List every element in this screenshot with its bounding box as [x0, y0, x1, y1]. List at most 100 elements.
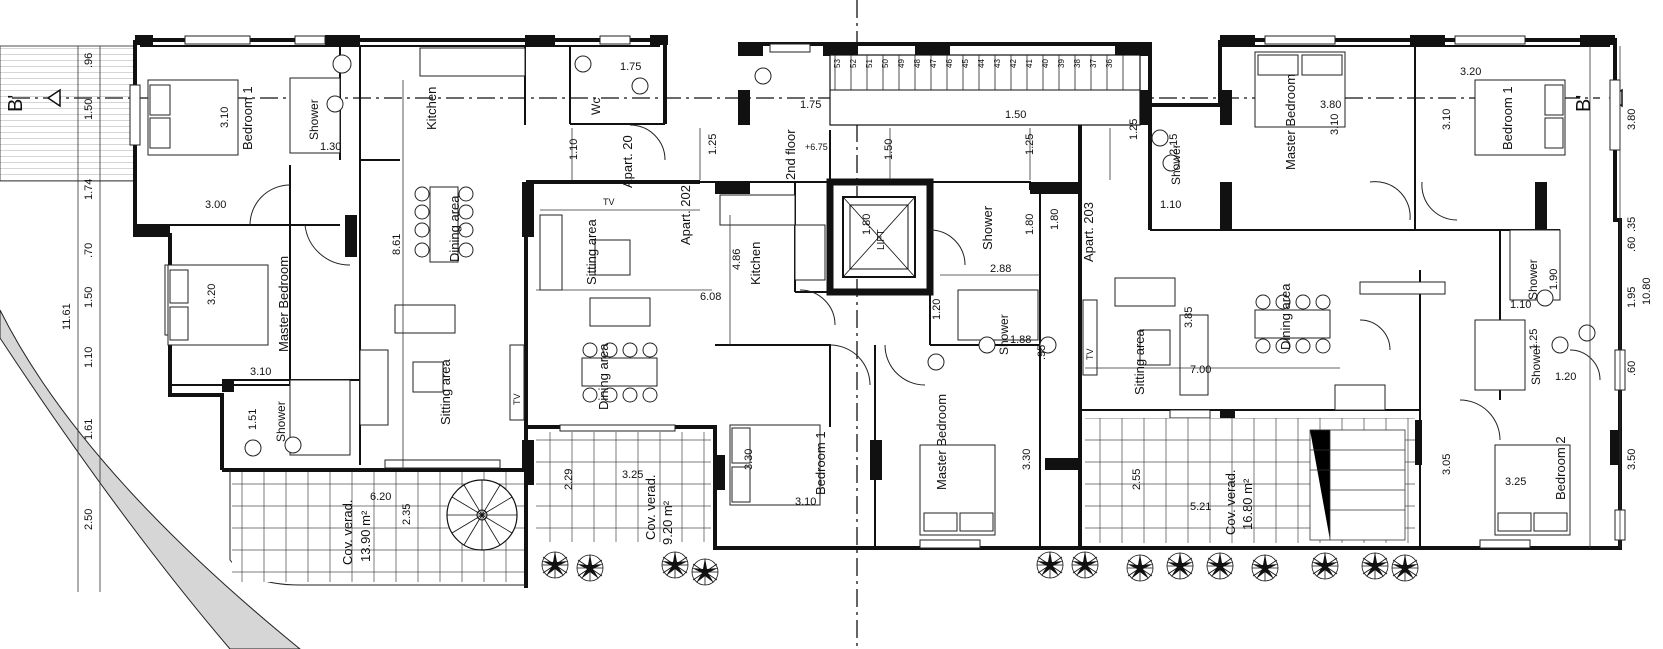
area-203: 16.80 m² [1240, 478, 1255, 530]
label-dining-left: Dining area [447, 195, 462, 262]
label-shower-r2: Shower [1529, 344, 1543, 385]
room-dimension: 1.90 [1548, 269, 1560, 290]
veranda-202-tiles [536, 432, 711, 542]
dim-right-1: 3.80 [1626, 109, 1638, 130]
level-marker: +6.75 [805, 142, 828, 152]
room-dimension: 2.55 [1131, 469, 1143, 490]
room-dimension: 1.25 [1024, 134, 1036, 155]
area-left: 13.90 m² [358, 510, 373, 562]
room-dimension: 3.10 [795, 496, 816, 508]
label-sitting-left: Sitting area [438, 358, 453, 425]
label-shower-left-bottom: Shower [274, 401, 288, 442]
room-dimension: .95 [1036, 345, 1048, 360]
room-dimension: 3.05 [1441, 454, 1453, 475]
shrubs [541, 550, 1419, 586]
dim-right-6: 3.50 [1626, 449, 1638, 470]
label-cov-verad-203: Cov. verad. [1223, 469, 1238, 535]
room-dimension: 1.10 [1510, 299, 1531, 311]
tv-label-2: TV [1085, 348, 1095, 360]
label-floor: 2nd floor [783, 129, 798, 180]
dimension-lines [77, 46, 1621, 592]
label-sitting-202: Sitting area [584, 218, 599, 285]
room-dimension: 1.50 [883, 139, 895, 160]
label-shower-r1: Shower [1526, 259, 1540, 300]
room-dimension: 3.10 [250, 366, 271, 378]
room-dimension: 1.51 [247, 409, 259, 430]
stair-step-number: 48 [913, 59, 922, 68]
label-cov-verad-202: Cov. verad. [643, 474, 658, 540]
stair-step-number: 41 [1025, 59, 1034, 68]
room-dimension: 2.15 [1168, 134, 1180, 155]
label-master-203: Master Bedroom [934, 394, 949, 490]
label-apart-203: Apart. 203 [1081, 202, 1096, 262]
label-sitting-203: Sitting area [1132, 328, 1147, 395]
doors [249, 124, 1601, 441]
dim-left-7: 1.61 [83, 419, 95, 440]
dim-total-left: 11.61 [61, 303, 73, 330]
stair-step-number: 40 [1041, 59, 1050, 68]
room-dimension: 2.29 [563, 469, 575, 490]
stair-step-number: 46 [945, 59, 954, 68]
room-dimension: 1.88 [1010, 334, 1031, 346]
dim-left-8: 2.50 [83, 509, 95, 530]
room-dimension: 4.86 [731, 249, 743, 270]
tv-label-1: TV [512, 393, 522, 405]
room-dimension: 1.25 [1128, 119, 1140, 140]
room-dimension: 1.50 [1005, 109, 1026, 121]
dim-right-3: .60 [1626, 237, 1638, 252]
stair-step-number: 37 [1089, 59, 1098, 68]
room-dimension: 1.25 [707, 134, 719, 155]
room-dimension: 1.25 [1528, 329, 1540, 350]
room-dimension: 3.10 [1441, 109, 1453, 130]
stair-step-number: 53 [833, 59, 842, 68]
main-stair [829, 54, 1141, 126]
room-dimension: 5.21 [1190, 501, 1211, 513]
room-dimension: 2.88 [990, 263, 1011, 275]
label-master-tr: Master Bedroom [1283, 74, 1298, 170]
room-dimension: 8.61 [391, 234, 403, 255]
room-dimension: 3.30 [743, 449, 755, 470]
stair-step-number: 38 [1073, 59, 1082, 68]
dim-total-right: 10.80 [1641, 277, 1653, 305]
room-dimension: 7.00 [1190, 364, 1211, 376]
label-shower-core2: Shower [997, 314, 1011, 355]
room-dimensions: 3.103.003.203.101.301.758.611.512.356.20… [205, 61, 1576, 525]
room-dimension: 3.25 [1505, 476, 1526, 488]
room-dimension: 1.75 [620, 61, 641, 73]
furniture [147, 47, 1596, 536]
dim-left-6: 1.10 [83, 347, 95, 368]
label-apart-20: Apart. 20 [620, 135, 635, 188]
label-lift: LIFT [876, 229, 887, 250]
tv-label-3: TV [603, 197, 615, 207]
room-dimension: 3.25 [622, 469, 643, 481]
spiral-stair [446, 479, 518, 551]
room-dimension: 3.20 [206, 284, 218, 305]
room-dimension: 1.20 [931, 299, 943, 320]
label-kitchen-202: Kitchen [748, 242, 763, 285]
label-shower-tr: Shower [1169, 144, 1183, 185]
room-dimension: 3.30 [1021, 449, 1033, 470]
dim-left-2: 1.50 [83, 99, 95, 120]
label-kitchen-left: Kitchen [424, 87, 439, 130]
lift-car [842, 196, 916, 278]
dim-right-2: .35 [1626, 217, 1638, 232]
label-wc: Wc [589, 98, 603, 115]
neighbor-hatch [0, 45, 136, 182]
stair-step-number: 43 [993, 59, 1002, 68]
label-apart-202: Apart. 202 [678, 185, 693, 245]
room-dimension: 1.30 [320, 141, 341, 153]
stair-203 [1309, 429, 1406, 541]
dim-left-4: .70 [83, 243, 95, 258]
label-bedroom1-left: Bedroom 1 [240, 86, 255, 150]
stair-step-number: 47 [929, 59, 938, 68]
label-shower-tl: Shower [307, 99, 321, 140]
room-dimension: 2.35 [401, 504, 413, 525]
room-dimension: 3.00 [205, 199, 226, 211]
dim-left-1: .96 [83, 53, 95, 68]
room-dimension: 1.80 [1024, 214, 1036, 235]
label-bedroom2-right: Bedroom 2 [1553, 436, 1568, 500]
area-202: 9.20 m² [660, 500, 675, 545]
room-dimension: 1.10 [1160, 199, 1181, 211]
